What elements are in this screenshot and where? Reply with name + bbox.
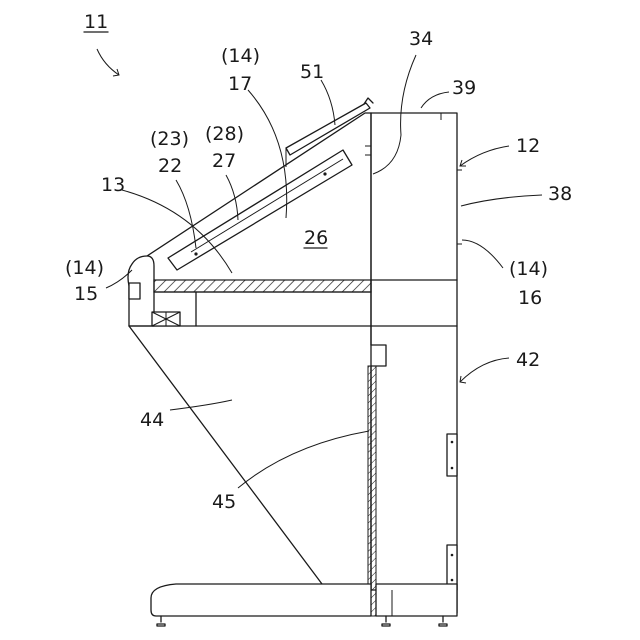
label-17: 17	[228, 73, 252, 95]
front-nose-slot	[129, 283, 140, 299]
leader-51	[321, 80, 335, 125]
label-14-right: (14)	[509, 258, 548, 280]
label-14-left: (14)	[65, 257, 104, 279]
leader-22	[176, 180, 196, 248]
label-26: 26	[304, 227, 328, 249]
leader-38	[461, 195, 542, 206]
main-cabinet	[365, 113, 462, 613]
label-16: 16	[518, 287, 542, 309]
label-11: 11	[84, 11, 108, 33]
adjuster-foot-front	[157, 616, 165, 626]
leader-12	[460, 146, 509, 166]
partition-45	[368, 366, 376, 616]
adjuster-foot-middle	[382, 616, 390, 626]
leader-16	[462, 240, 503, 268]
label-27: 27	[212, 150, 236, 172]
leader-39	[421, 92, 449, 108]
side-panel-diagonal	[129, 326, 322, 584]
adjuster-foot-rear	[439, 616, 447, 626]
base-foot-rear	[376, 584, 457, 616]
hinge-plate-upper	[447, 434, 457, 476]
leader-11	[97, 49, 119, 75]
cabinet-outline	[371, 113, 457, 590]
base-foot-front	[151, 584, 371, 616]
label-45: 45	[212, 491, 236, 513]
hatched-shelf	[154, 280, 371, 292]
label-23: (23)	[150, 128, 189, 150]
label-39: 39	[452, 77, 476, 99]
leader-44	[170, 400, 232, 410]
label-14-top: (14)	[221, 45, 260, 67]
label-44: 44	[140, 409, 164, 431]
label-15: 15	[74, 283, 98, 305]
label-12: 12	[516, 135, 540, 157]
lid-51	[286, 103, 370, 155]
label-34: 34	[409, 28, 433, 50]
label-28: (28)	[205, 123, 244, 145]
label-51: 51	[300, 61, 324, 83]
label-38: 38	[548, 183, 572, 205]
label-13: 13	[101, 174, 125, 196]
leader-45	[238, 431, 369, 488]
leader-42	[460, 358, 509, 382]
label-42: 42	[516, 349, 540, 371]
label-22: 22	[158, 155, 182, 177]
lid-handle	[364, 98, 373, 104]
